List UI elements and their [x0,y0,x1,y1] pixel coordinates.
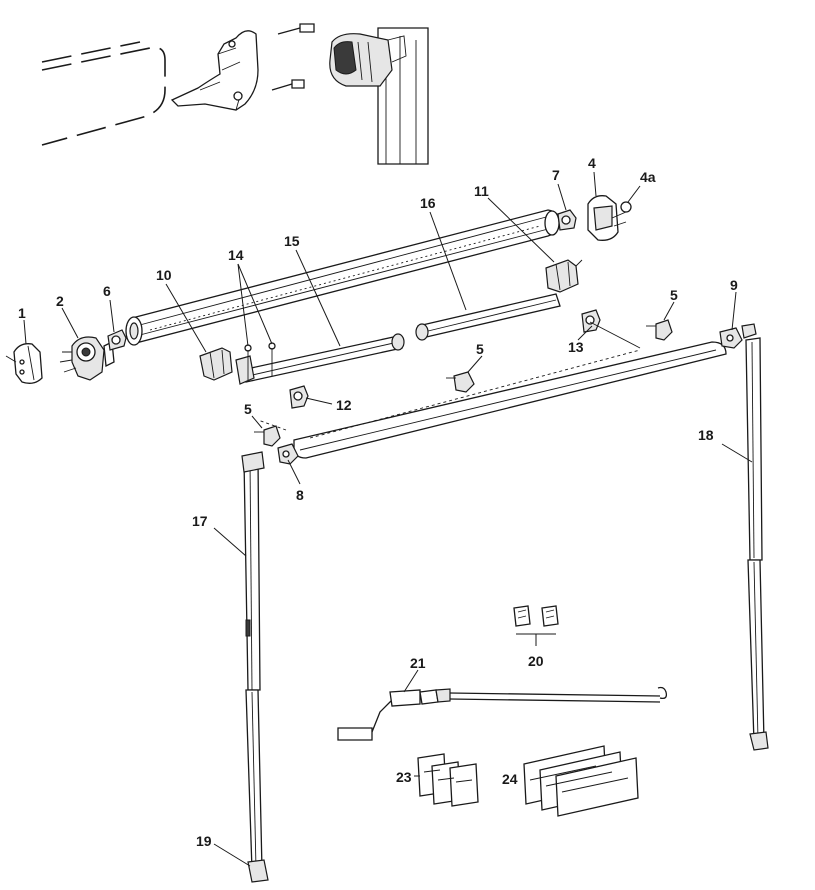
callout-11: 11 [474,183,489,199]
callout-19: 19 [196,833,212,849]
callout-6: 6 [103,283,111,299]
leader-lines [23,171,753,867]
part-11-arm-bracket [545,259,583,293]
lead-rail [257,321,727,459]
part-13-end-plug [581,309,601,333]
callout-8: 8 [296,487,304,503]
callout-1: 1 [18,305,26,321]
part-5-clip-a [446,371,475,393]
callout-labels: 1 2 4 4a 5 5 5 6 7 8 9 10 11 12 13 14 15… [18,155,738,849]
part-23-brackets [417,753,479,807]
spring-assembly-left [235,333,405,385]
wall-mount-inset [41,23,429,165]
callout-23: 23 [396,769,412,785]
callout-12: 12 [336,397,352,413]
part-4-end-cap [587,195,627,241]
part-4a-ring [620,201,632,213]
part-9-connector [719,323,757,349]
part-5-clip-c [254,425,281,447]
callout-10: 10 [156,267,172,283]
callout-14: 14 [228,247,244,263]
callout-7: 7 [552,167,560,183]
callout-17: 17 [192,513,208,529]
callout-24: 24 [502,771,518,787]
callout-4: 4 [588,155,596,171]
callout-5-left: 5 [244,401,252,417]
callout-18: 18 [698,427,714,443]
callout-21: 21 [410,655,426,671]
part-18-right-arm [745,337,769,751]
part-19-foot [247,859,269,883]
callout-4a: 4a [640,169,656,185]
part-2-gear-head [59,336,115,381]
part-21-crank-handle [337,686,668,741]
part-17-left-arm [241,451,265,871]
part-24-brackets [523,745,639,817]
callout-2: 2 [56,293,64,309]
part-7-bushing [557,209,577,231]
part-8-connector [277,443,299,465]
callout-5-right: 5 [670,287,678,303]
part-6-bushing [107,329,127,351]
callout-15: 15 [284,233,300,249]
part-5-clip-b [646,319,673,341]
part-1-end-cover [5,343,43,384]
part-12-end-plug [289,385,309,409]
spring-assembly-right [415,293,561,341]
callout-20: 20 [528,653,544,669]
callout-5-center: 5 [476,341,484,357]
callout-16: 16 [420,195,436,211]
part-10-arm-bracket [199,347,233,381]
part-20-clips [513,605,559,635]
callout-13: 13 [568,339,584,355]
callout-9: 9 [730,277,738,293]
roller-tube [125,209,561,346]
